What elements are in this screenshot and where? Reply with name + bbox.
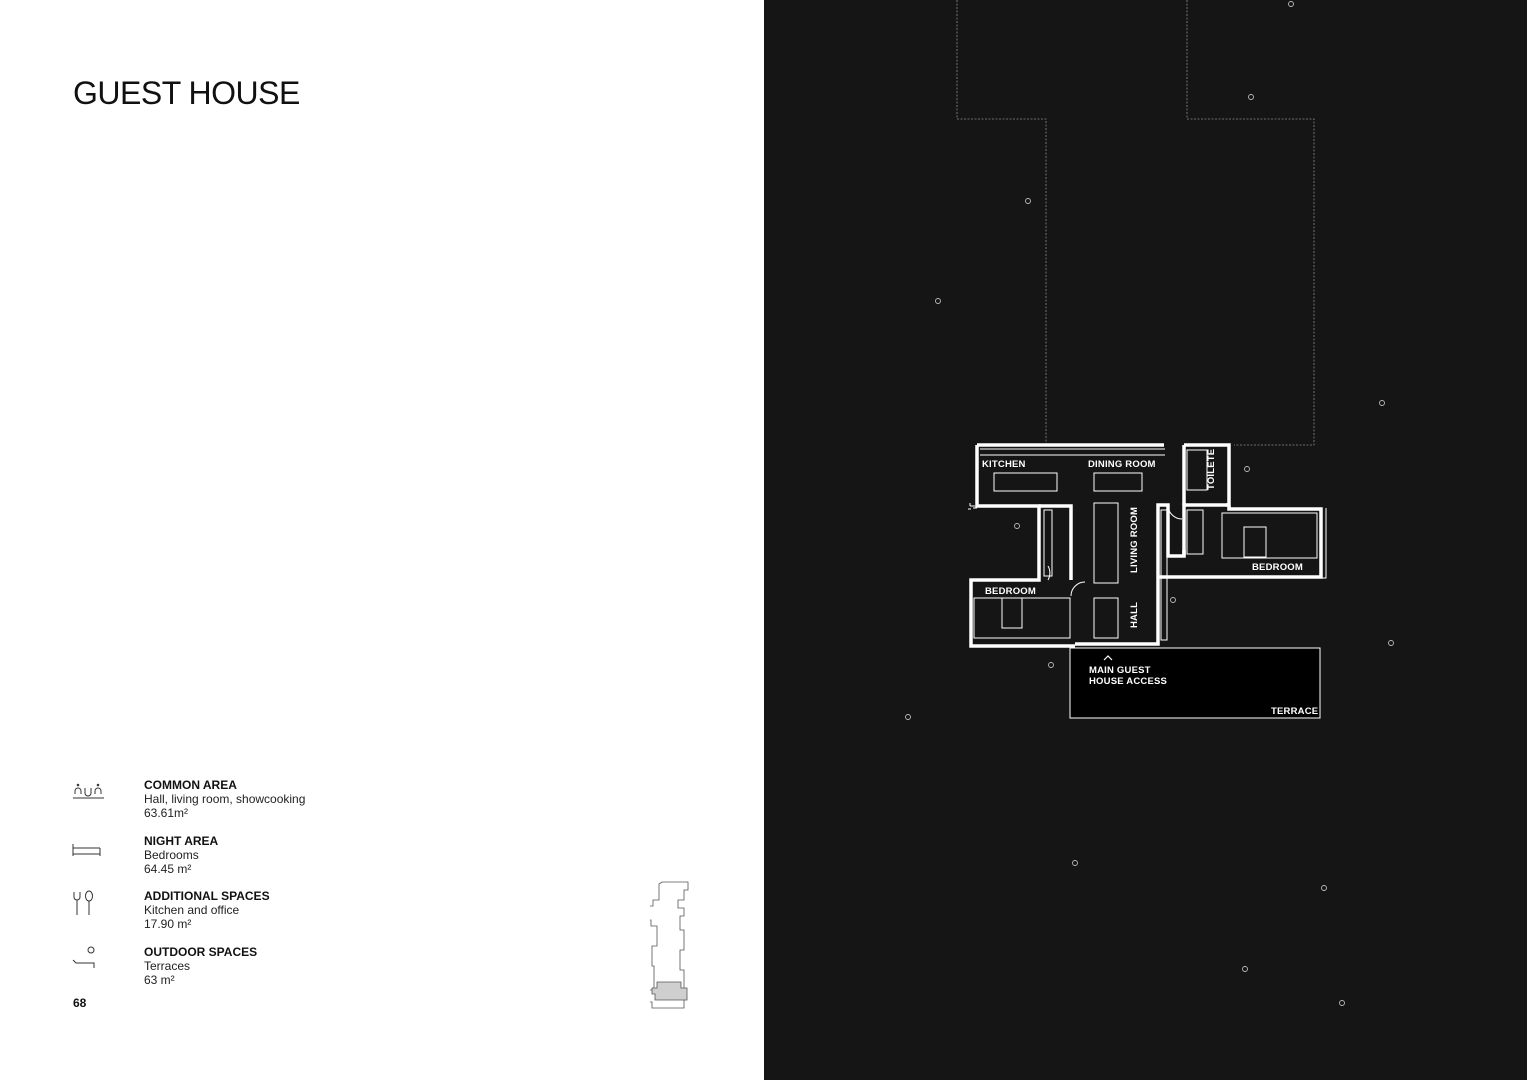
area-description: Kitchen and office (144, 903, 240, 917)
area-heading: OUTDOOR SPACES (144, 945, 258, 959)
common-area-icon (73, 783, 104, 799)
area-outdoor: OUTDOOR SPACES Terraces 63 m² (70, 945, 470, 989)
room-label-living-room: LIVING ROOM (1129, 506, 1140, 573)
area-heading: COMMON AREA (144, 778, 237, 792)
area-description: Terraces (144, 959, 191, 973)
area-heading: ADDITIONAL SPACES (144, 889, 270, 903)
area-description: Bedrooms (144, 848, 199, 862)
site-boundary-line (956, 0, 1047, 445)
floor-plan-page: KITCHEN DINING ROOM TOILETE LIVING ROOM … (764, 0, 1527, 1080)
lounger-icon (72, 946, 95, 968)
room-label-bedroom-right: BEDROOM (1252, 562, 1304, 573)
room-label-terrace: TERRACE (1271, 706, 1319, 717)
site-markers (905, 1, 1394, 1006)
page-title: GUEST HOUSE (73, 75, 300, 111)
page-number: 68 (73, 996, 87, 1010)
site-boundary-line (1186, 0, 1315, 446)
chevron-up-icon (1103, 655, 1113, 661)
room-label-bedroom-left: BEDROOM (985, 586, 1037, 597)
area-size: 17.90 m² (144, 917, 192, 931)
bed-icon (72, 844, 101, 856)
interior-lines (968, 448, 1327, 641)
room-label-dining-room: DINING ROOM (1088, 459, 1156, 470)
area-size: 63 m² (144, 973, 175, 987)
area-heading: NIGHT AREA (144, 834, 219, 848)
text-page: GUEST HOUSE COMMON AREA Hall, living roo… (70, 75, 689, 1010)
area-additional: ADDITIONAL SPACES Kitchen and office 17.… (70, 889, 470, 933)
area-night: NIGHT AREA Bedrooms 64.45 m² (70, 834, 470, 878)
access-label-line2: HOUSE ACCESS (1089, 676, 1168, 687)
area-description: Hall, living room, showcooking (144, 792, 306, 806)
site-location-minimap (650, 881, 689, 1009)
guest-house-floor-plan (905, 0, 1394, 1006)
walls (969, 443, 1323, 648)
area-size: 64.45 m² (144, 862, 192, 876)
room-label-kitchen: KITCHEN (982, 459, 1026, 470)
cutlery-icon (73, 890, 93, 915)
area-size: 63.61m² (144, 806, 189, 820)
room-label-toilete: TOILETE (1206, 448, 1217, 490)
room-label-hall: HALL (1129, 601, 1140, 628)
access-label-line1: MAIN GUEST (1089, 665, 1151, 676)
area-common: COMMON AREA Hall, living room, showcooki… (70, 778, 470, 822)
